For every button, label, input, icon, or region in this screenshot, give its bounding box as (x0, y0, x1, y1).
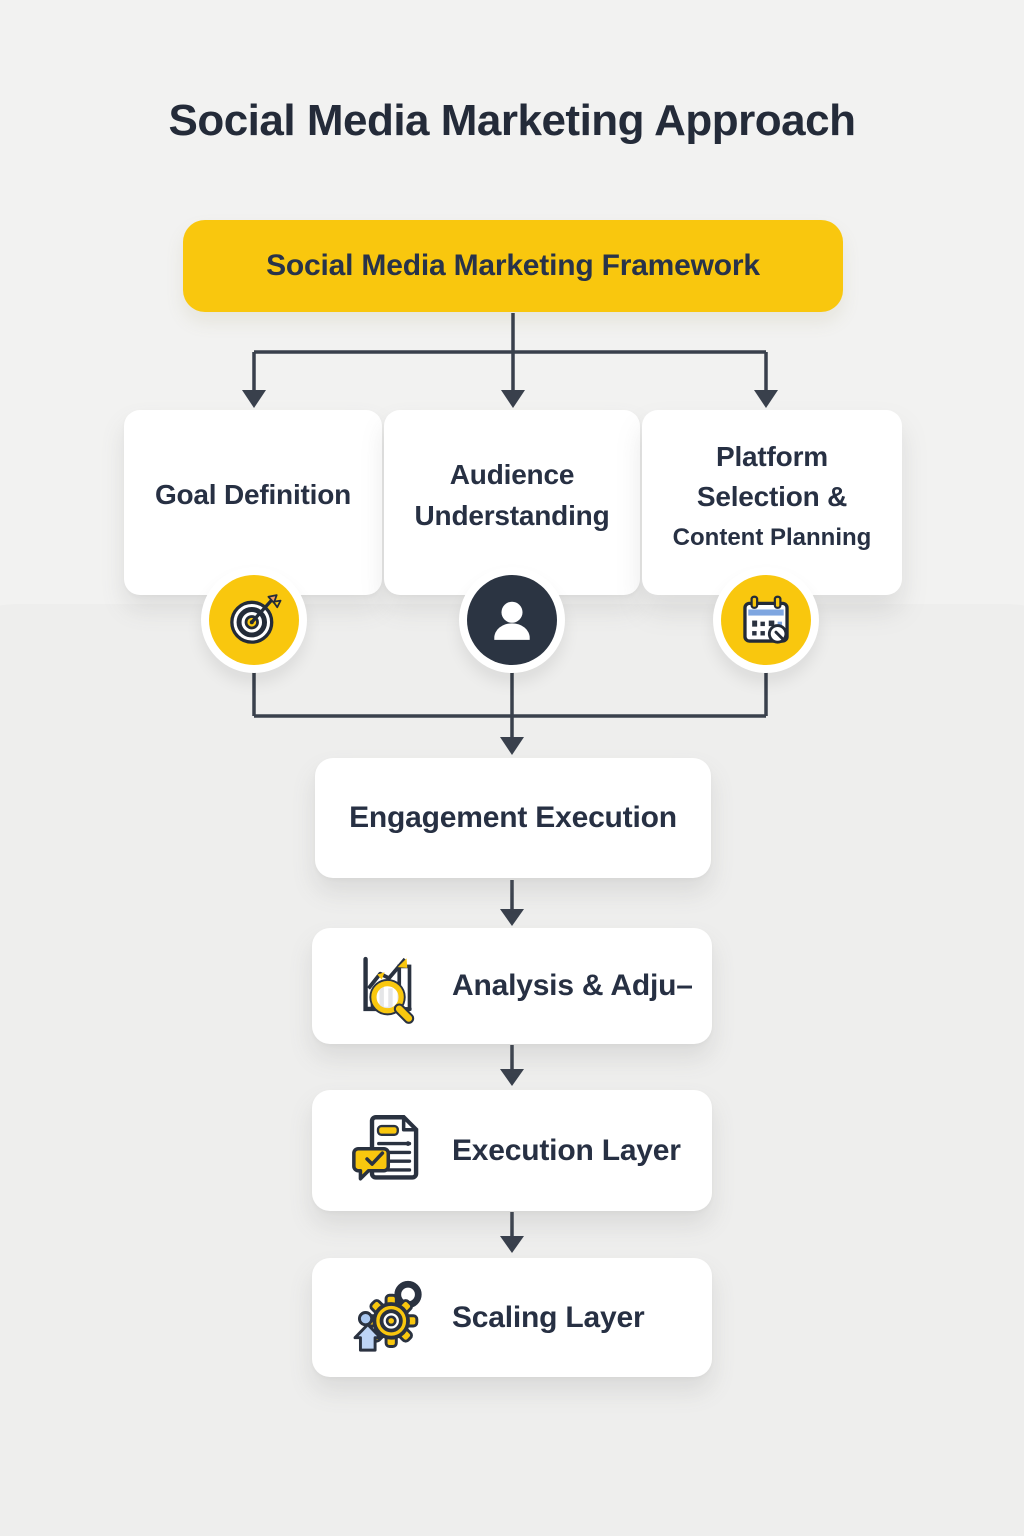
target-dartboard-icon (209, 575, 299, 665)
calendar-search-icon (721, 575, 811, 665)
branch-card-goal-definition: Goal Definition (124, 410, 382, 595)
branch-label: Audience Understanding (414, 458, 610, 531)
person-icon (467, 575, 557, 665)
gear-scaling-icon (348, 1274, 430, 1361)
flow-label: Analysis & Adju– (452, 969, 693, 1002)
flow-label: Engagement Execution (349, 801, 677, 834)
branch-card-platform-selection: Platform Selection & Content Planning (642, 410, 902, 595)
branch-label-main: Platform Selection & (696, 440, 848, 513)
branch-card-audience-understanding: Audience Understanding (384, 410, 640, 595)
flow-card-scaling-layer: Scaling Layer (312, 1258, 712, 1377)
audience-icon-badge (459, 567, 565, 673)
flow-card-analysis-adjustment: Analysis & Adju– (312, 928, 712, 1044)
flow-label: Execution Layer (452, 1133, 681, 1167)
document-checklist-icon (348, 1107, 430, 1194)
flow-card-engagement-execution: Engagement Execution (315, 758, 711, 878)
goal-icon-badge (201, 567, 307, 673)
analytics-magnifier-icon (348, 943, 430, 1030)
flow-label: Scaling Layer (452, 1300, 645, 1334)
framework-root-node: Social Media Marketing Framework (183, 220, 843, 312)
branch-label: Goal Definition (154, 479, 352, 511)
framework-label: Social Media Marketing Framework (266, 249, 760, 282)
page-title: Social Media Marketing Approach (168, 96, 856, 145)
flow-card-execution-layer: Execution Layer (312, 1090, 712, 1211)
background-lower-band (0, 604, 1024, 1536)
branch-label-sub: Content Planning (672, 523, 872, 551)
planning-icon-badge (713, 567, 819, 673)
